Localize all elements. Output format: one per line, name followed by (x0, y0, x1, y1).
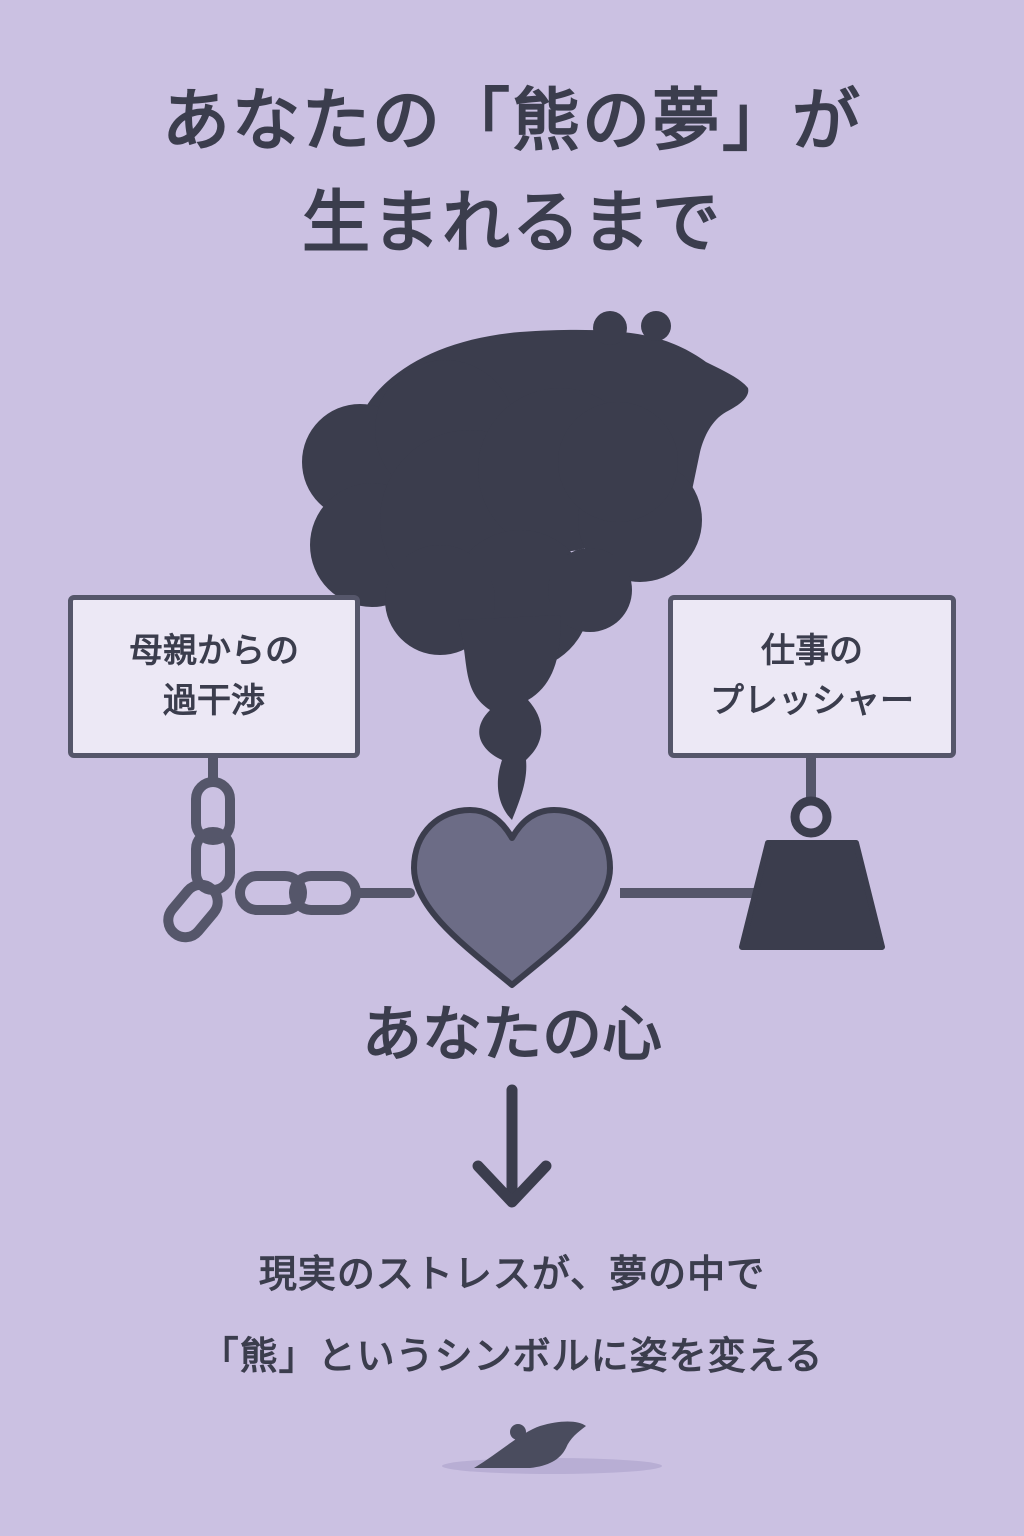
mother-interference-label: 母親からの 過干渉 (68, 595, 360, 758)
heart-icon (411, 807, 613, 988)
work-label-line-2: プレッシャー (710, 680, 914, 721)
right-sign-post (806, 756, 816, 800)
bear-cloud-icon (302, 311, 749, 820)
chain-icon (163, 777, 415, 943)
title-line-2: 生まれるまで (301, 184, 722, 263)
mouse-icon (442, 1421, 662, 1474)
mother-label-line-1: 母親からの (129, 631, 299, 672)
work-label-line-1: 仕事の (761, 631, 863, 672)
weight-icon (739, 796, 885, 950)
heart-label: あなたの心 (362, 1000, 662, 1070)
caption-line-1: 現実のストレスが、夢の中で (258, 1252, 766, 1296)
title-line-1: あなたの「熊の夢」が (161, 82, 862, 161)
work-pressure-label: 仕事の プレッシャー (668, 595, 956, 758)
caption-line-2: 「熊」というシンボルに姿を変える (200, 1334, 824, 1378)
arrow-down-icon (472, 1084, 552, 1208)
left-sign-post (208, 756, 218, 786)
mother-label-line-2: 過干渉 (163, 680, 265, 721)
